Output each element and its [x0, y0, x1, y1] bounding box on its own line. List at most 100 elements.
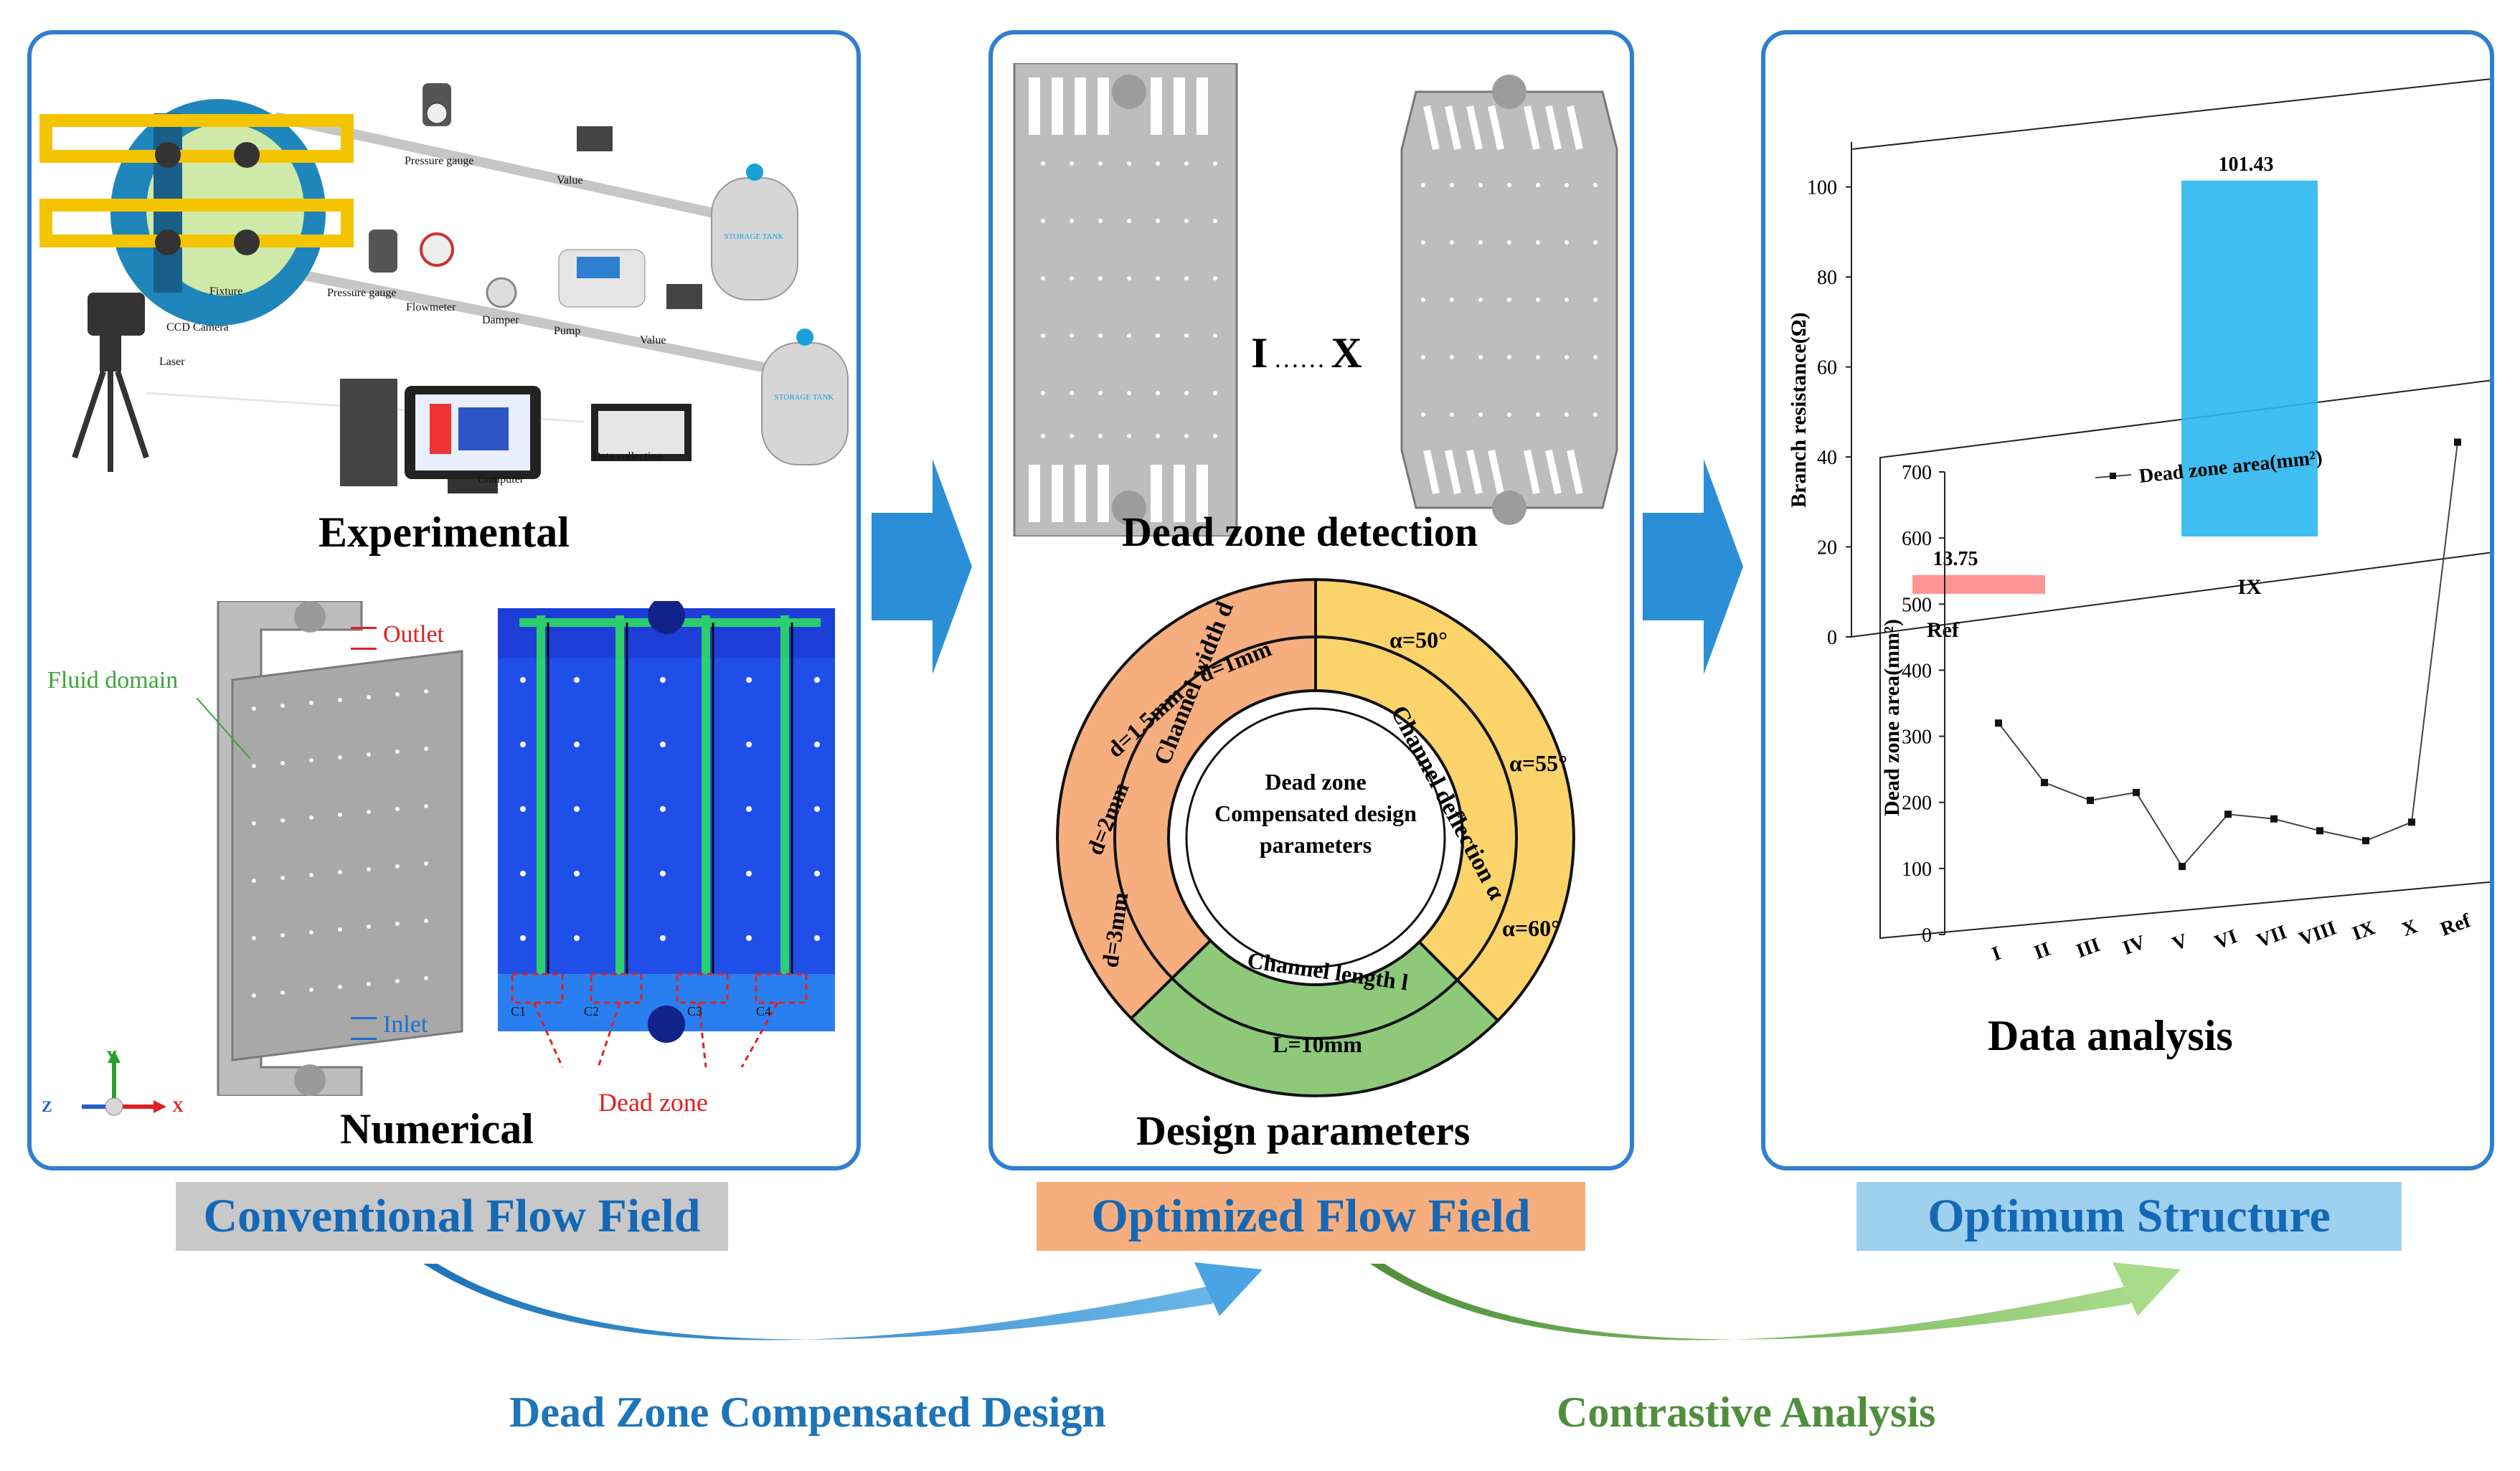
dead-zone-area-point: [2133, 788, 2140, 796]
line-category-label: VI: [2212, 925, 2240, 954]
bar-ix: [2181, 180, 2318, 537]
axis-label-z: Z: [42, 1097, 52, 1115]
dead-zone-area-point: [1995, 719, 2002, 727]
dead-zone-area-point: [2224, 810, 2232, 818]
flow-arrow-2: [1643, 459, 1743, 674]
dead-zone-area-point: [2179, 863, 2186, 871]
line-y-tick-label: 300: [1902, 727, 1932, 749]
fluid-domain-pointer: [197, 698, 251, 760]
dead-zone-area-point: [2270, 815, 2278, 823]
channel-label-c4: C4: [756, 1004, 772, 1018]
label-storage-tank-bottom: STORAGE TANK: [774, 393, 834, 402]
coordinate-axes-icon: [82, 1050, 166, 1116]
outlet-icon: [351, 627, 377, 650]
flow-arrow-1: [872, 459, 972, 674]
center-line-3: parameters: [1259, 832, 1372, 858]
banner-optimum-structure: Optimum Structure: [1856, 1182, 2402, 1251]
fluid-domain-plate: [217, 601, 463, 1096]
range-end: X: [1331, 329, 1362, 377]
inlet-icon: [351, 1017, 377, 1040]
bar-y-tick-label: 0: [1827, 627, 1837, 649]
fluid-domain-label: Fluid domain: [47, 667, 179, 694]
dead-zone-label: Dead zone: [598, 1088, 708, 1117]
range-ellipsis: ……: [1273, 344, 1326, 373]
dead-zone-area-point: [2316, 827, 2323, 835]
dead-zone-area-point: [2362, 837, 2369, 845]
bar-axis-ylabel: Branch resistance(Ω): [1787, 312, 1811, 508]
line-category-label: I: [1989, 942, 2004, 966]
line-axis-ylabel-text: Dead zone area(mm²): [1880, 618, 1904, 816]
experimental-setup-illustration: [39, 83, 849, 493]
label-flowmeter: Flowmeter: [406, 301, 456, 313]
cfd-velocity-contour: [498, 601, 835, 1068]
dead-zone-compensated-design-label: Dead Zone Compensated Design: [509, 1389, 1106, 1436]
line-category-label: V: [2169, 930, 2191, 955]
line-category-label: X: [2399, 915, 2420, 941]
channel-label-c2: C2: [584, 1004, 600, 1018]
center-line-1: Dead zone: [1265, 769, 1367, 795]
design-parameters-title: Design parameters: [1136, 1107, 1471, 1154]
label-valve-top: Value: [557, 174, 583, 186]
line-y-tick-label: 0: [1922, 924, 1932, 947]
bar-category-label: Ref: [1927, 618, 1960, 642]
design-range: I …… X: [1251, 328, 1362, 378]
banner-conventional-flow-field: Conventional Flow Field: [176, 1182, 728, 1251]
bar-y-tick-label: 80: [1817, 267, 1837, 289]
deflection-value-2: α=55°: [1509, 750, 1567, 776]
label-laser: Laser: [159, 356, 185, 368]
bar-y-tick-label: 100: [1807, 177, 1837, 199]
line-category-label: Ref: [2438, 909, 2474, 941]
length-value-1: L=10mm: [1273, 1031, 1362, 1057]
line-category-label: III: [2073, 934, 2103, 962]
deflection-value-3: α=60°: [1502, 915, 1560, 941]
line-category-label: IV: [2120, 931, 2148, 960]
label-pressure-gauge-top: Pressure gauge: [405, 155, 474, 167]
line-category-label: VIII: [2296, 917, 2339, 950]
bar-y-tick-label: 60: [1817, 357, 1837, 379]
bar-y-tick-label: 20: [1817, 537, 1837, 559]
banner-optimized-flow-field: Optimized Flow Field: [1037, 1182, 1585, 1251]
line-category-label: IX: [2349, 917, 2378, 945]
outlet-label: Outlet: [383, 621, 444, 648]
label-storage-tank-top: STORAGE TANK: [724, 232, 784, 241]
label-pressure-gauge-bottom: Pressure gauge: [327, 287, 397, 299]
label-pump: Pump: [554, 325, 581, 337]
center-line-2: Compensated design: [1214, 800, 1417, 826]
range-start: I: [1251, 329, 1268, 377]
legend-marker: [2110, 473, 2116, 479]
bar-category-label: IX: [2237, 575, 2262, 599]
line-y-tick-label: 700: [1902, 462, 1932, 484]
design-parameter-ring: [1056, 577, 1575, 1097]
inlet-label: Inlet: [383, 1011, 428, 1038]
label-computer: Computer: [478, 473, 524, 486]
data-analysis-title: Data analysis: [1988, 1012, 2233, 1059]
line-y-tick-label: 500: [1902, 594, 1932, 616]
label-data-collection: Data collection: [593, 450, 663, 463]
channel-label-c1: C1: [511, 1004, 527, 1018]
bar-value-label: 101.43: [2219, 153, 2274, 176]
bar-ref: [1912, 574, 2045, 594]
dead-zone-area-point: [2454, 438, 2461, 446]
axis-label-y: Y: [106, 1047, 118, 1065]
plate-design-x: [1400, 75, 1618, 525]
numerical-title: Numerical: [340, 1105, 534, 1153]
dead-zone-area-point: [2408, 818, 2415, 826]
channel-label-c3: C3: [687, 1004, 703, 1018]
label-ccd-camera: CCD Camera: [166, 321, 229, 334]
bar-value-label: 13.75: [1933, 548, 1978, 570]
line-category-label: II: [2031, 938, 2054, 965]
deflection-value-1: α=50°: [1389, 627, 1448, 653]
label-damper: Damper: [482, 314, 519, 326]
bar-y-tick-label: 40: [1817, 447, 1837, 469]
contrastive-analysis-label: Contrastive Analysis: [1557, 1389, 1936, 1436]
dead-zone-area-point: [2041, 779, 2048, 787]
line-y-tick-label: 600: [1902, 528, 1932, 550]
label-fixture: Fixture: [209, 285, 243, 298]
panel-conventional: Pressure gauge Value STORAGE TANK Fixtur…: [27, 30, 861, 1170]
ring-center-text: Dead zone Compensated design parameters: [1208, 766, 1423, 861]
line-axis-ylabel: Dead zone area(mm²): [1880, 619, 1905, 816]
line-y-tick-label: 400: [1902, 660, 1932, 682]
plate-design-i: [1013, 63, 1238, 536]
